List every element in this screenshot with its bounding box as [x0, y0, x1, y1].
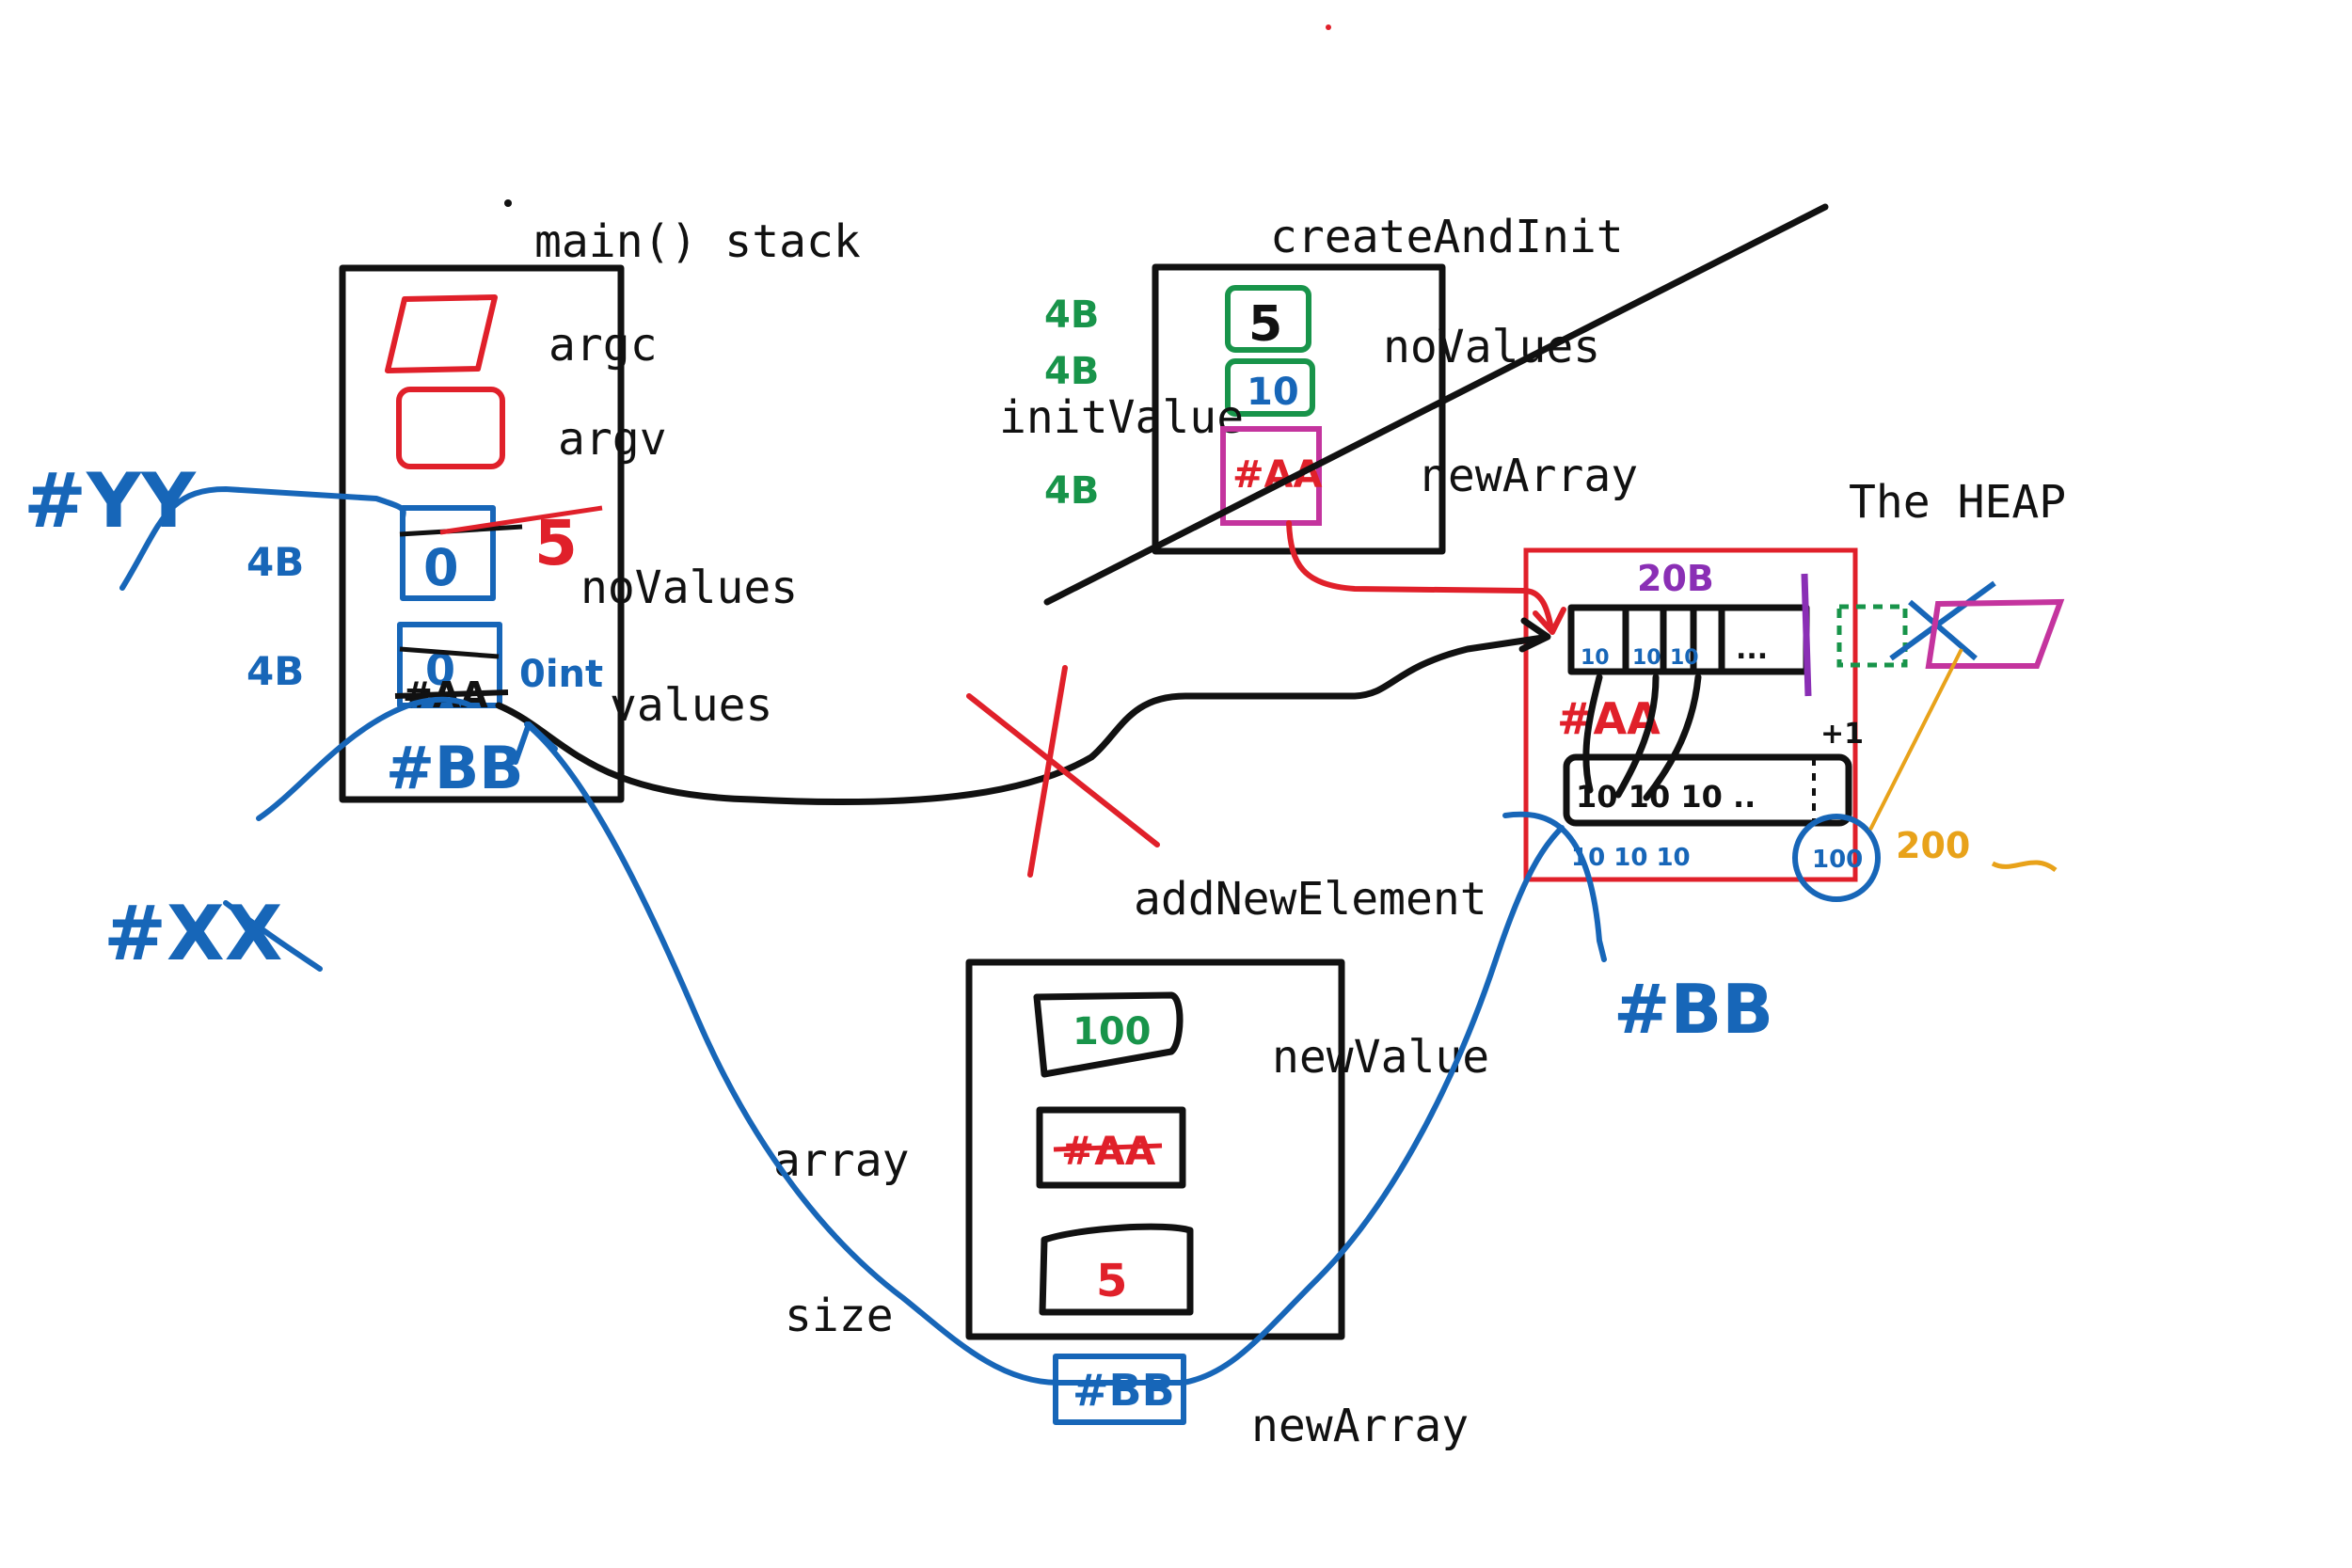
argv-slot [396, 387, 505, 469]
argv-label: argv [558, 413, 667, 466]
add-frame-box [965, 958, 1345, 1340]
heap-new-array-values: 10 10 10 [1571, 844, 1691, 872]
main-frame-title: main() stack [534, 215, 861, 268]
argc-slot [385, 294, 498, 373]
heap-new-value-circle [1792, 814, 1881, 902]
create-novalues-value: 5 [1248, 296, 1282, 353]
add-size-slot [1039, 1223, 1194, 1316]
heap-magenta-slot [1925, 598, 2065, 669]
create-initvalue-slot [1225, 358, 1315, 417]
main-frame-box [339, 264, 625, 803]
heap-new-value: 100 [1812, 846, 1863, 874]
main-values-new-addr: #BB [386, 734, 523, 802]
add-size-value: 5 [1096, 1255, 1127, 1307]
add-array-slot [1036, 1106, 1186, 1189]
heap-copy-line-3 [1643, 673, 1702, 801]
heap-new-size-squiggle [1991, 860, 2058, 873]
create-and-init-frame: createAndInit 5 noValues 10 initValue #A… [999, 203, 1829, 606]
heap-title: The HEAP [1849, 476, 2066, 529]
argc-label: argc [548, 319, 658, 372]
heap-freed-slot-strike [1889, 580, 1996, 661]
values-to-heap-pointer [495, 634, 1547, 806]
heap-region: The HEAP 20B 10 10 10 ... #AA 10 10 10 .… [1502, 476, 2066, 1049]
stray-dot-top [1326, 24, 1331, 30]
heap-freed-slot [1836, 604, 1908, 668]
heap-array-cell-1: 10 [1581, 646, 1610, 670]
heap-size-label: 20B [1637, 558, 1714, 599]
create-frame-strike [1043, 203, 1829, 606]
add-array-link-curve [524, 721, 1565, 1386]
heap-array-cell-2: 10 [1632, 646, 1661, 670]
stray-dot-main [504, 199, 512, 207]
main-values-slot [397, 622, 502, 708]
main-novalues-label: noValues [580, 562, 798, 614]
main-values-addr-strike [394, 689, 509, 699]
heap-box [1523, 547, 1858, 882]
heap-copy-line-2 [1614, 673, 1660, 799]
heap-copy-line-1 [1582, 673, 1603, 794]
main-values-side-note: 0int [519, 653, 603, 696]
create-newarray-label: newArray [1421, 450, 1638, 502]
add-newarray-value: #BB [1073, 1365, 1175, 1416]
add-new-element-frame: addNewElement 100 newValue #AA array 5 s… [773, 873, 1489, 1452]
main-novalues-strike-red [439, 505, 603, 535]
heap-bb-pointer [1502, 811, 1607, 962]
create-size-tag-1: 4B [1044, 293, 1099, 337]
xx-strike [223, 900, 323, 972]
add-newvalue-slot [1033, 991, 1184, 1078]
main-novalues-slot [400, 505, 496, 601]
yy-pointer [119, 486, 406, 591]
values-to-heap-pointer-head [1518, 617, 1551, 653]
heap-new-size-label: 200 [1896, 825, 1970, 866]
main-values-strike [399, 646, 500, 659]
main-novalues-new: 5 [534, 507, 578, 579]
heap-plus-one: +1 [1820, 718, 1864, 751]
create-newarray-slot [1220, 426, 1322, 526]
values-arrow-head [513, 721, 558, 765]
add-newarray-slot [1053, 1354, 1186, 1425]
main-novalues-old: 0 [423, 538, 459, 597]
heap-array-end-mark [1801, 573, 1812, 697]
create-frame-box [1152, 263, 1446, 555]
create-newarray-pointer [1286, 520, 1553, 627]
xx-pointer [256, 696, 473, 821]
create-frame-title: createAndInit [1270, 211, 1624, 263]
add-array-label: array [773, 1134, 910, 1187]
create-initvalue-label: initValue [999, 391, 1244, 444]
add-size-label: size [785, 1290, 894, 1342]
create-newarray-pointer-head [1533, 607, 1566, 635]
add-newarray-label: newArray [1251, 1400, 1469, 1452]
main-novalues-size-tag: 4B [246, 539, 304, 585]
add-newvalue-value: 100 [1073, 1010, 1152, 1053]
add-frame-title: addNewElement [1134, 873, 1487, 926]
create-initvalue-value: 10 [1247, 371, 1299, 414]
heap-new-array-cells: 10 10 10 .. [1576, 779, 1756, 815]
main-stack-frame: main() stack argc argv 0 5 noValues 4B 0… [246, 215, 861, 803]
old-pointer-cross [966, 665, 1160, 878]
main-values-size-tag: 4B [246, 648, 304, 694]
yy-annotation: #YY [24, 457, 197, 545]
heap-array-cell-4: ... [1736, 633, 1768, 666]
xx-annotation: #XX [103, 890, 282, 977]
add-array-strike [1053, 1143, 1163, 1152]
heap-new-addr: #BB [1613, 970, 1773, 1049]
create-size-tag-3: 4B [1044, 469, 1099, 513]
main-values-label: values [610, 679, 772, 732]
heap-orange-link [1868, 648, 1963, 831]
heap-array-cell-3: 10 [1670, 646, 1699, 670]
create-size-tag-2: 4B [1044, 350, 1099, 393]
heap-new-array-block [1563, 753, 1852, 827]
create-novalues-slot [1225, 285, 1311, 353]
create-novalues-label: noValues [1383, 321, 1600, 373]
create-newarray-value: #AA [1232, 453, 1322, 497]
